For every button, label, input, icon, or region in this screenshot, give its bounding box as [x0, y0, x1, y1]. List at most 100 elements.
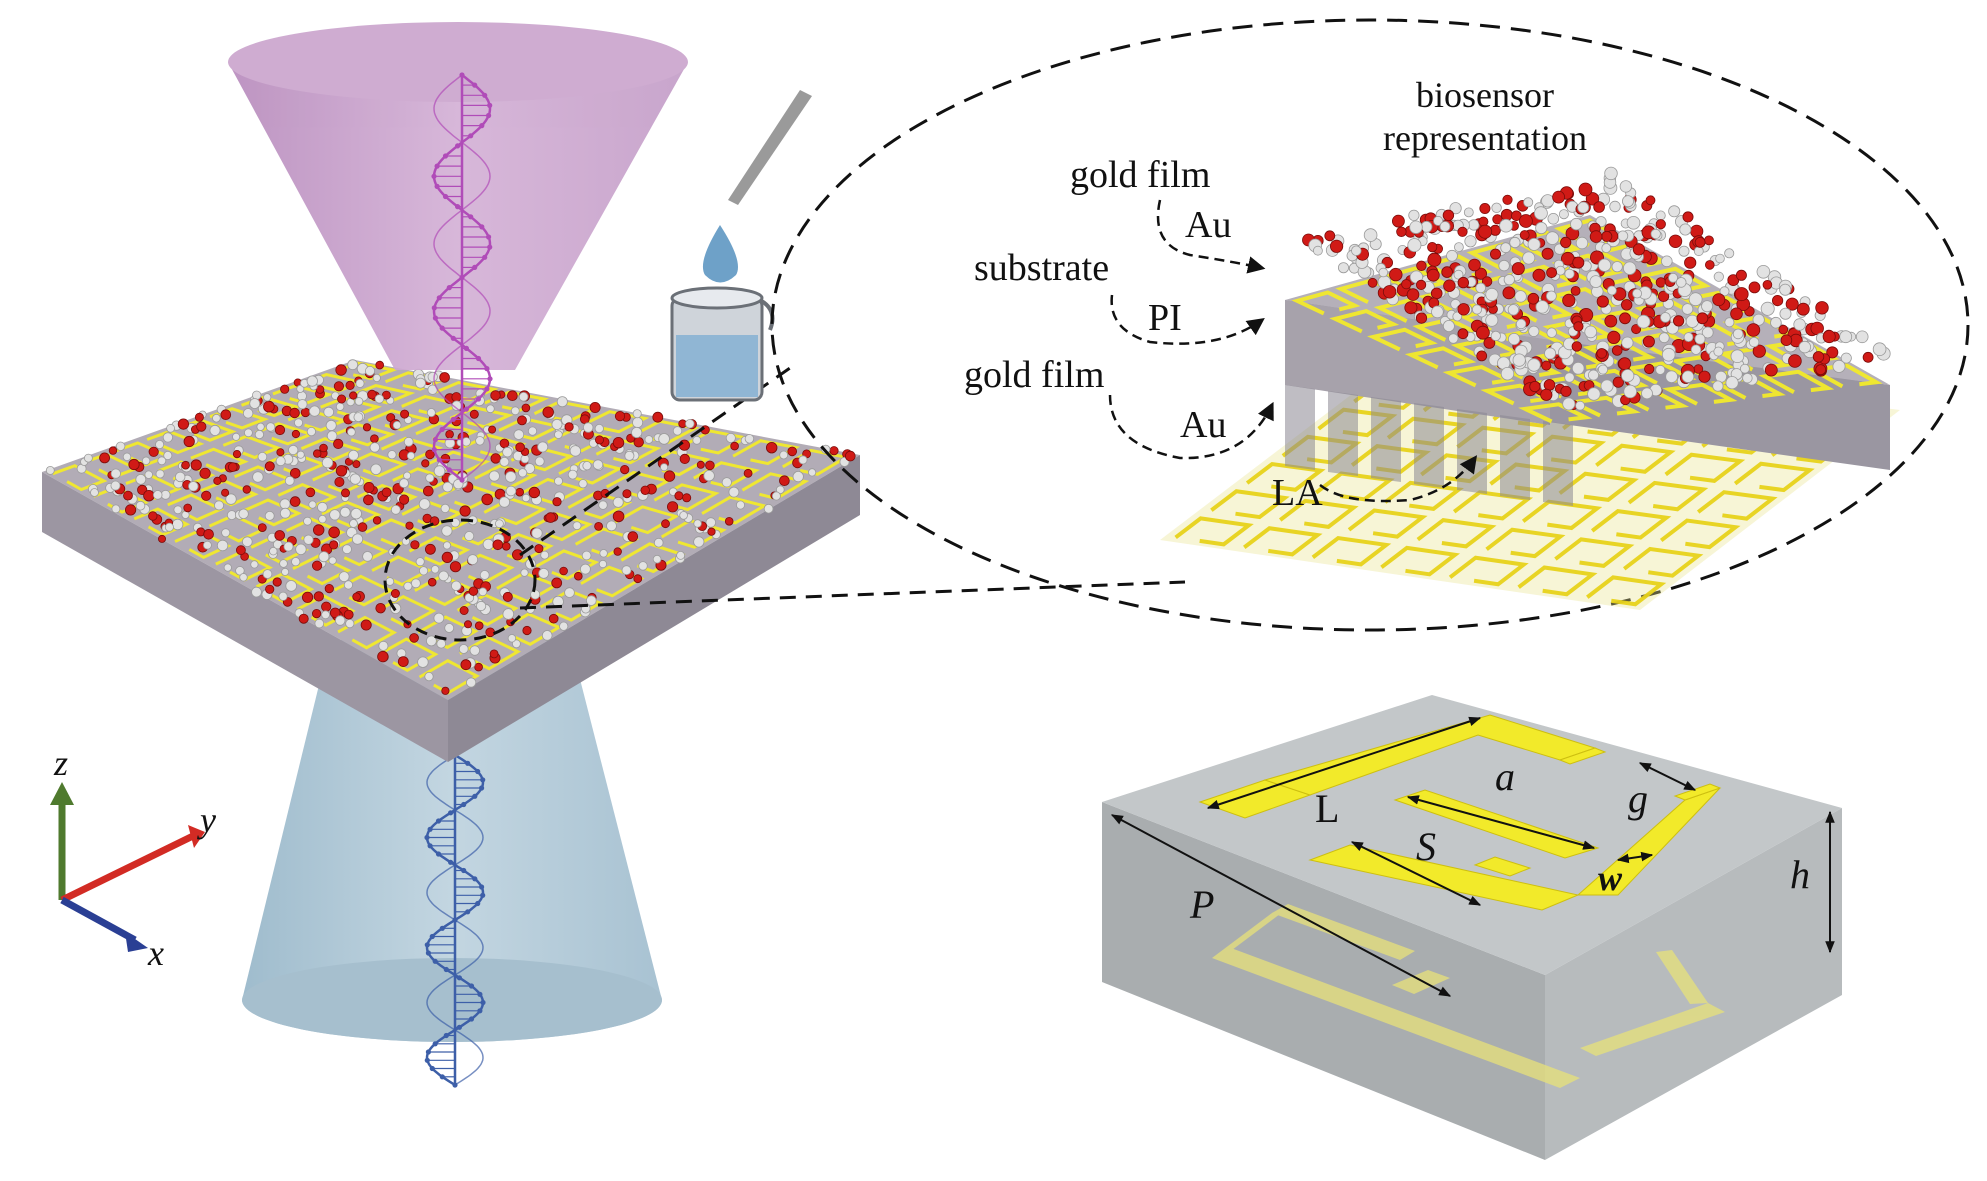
molecule-oxygen: [357, 522, 368, 532]
gold-ring: [1662, 382, 1738, 406]
molecule-hydrogen: [599, 549, 608, 558]
molecule-hydrogen: [556, 396, 568, 408]
gold-ring: [614, 505, 680, 535]
molecule-oxygen: [390, 589, 400, 599]
molecule-oxygen: [1815, 364, 1827, 376]
molecule-hydrogen: [314, 618, 325, 629]
molecule-hydrogen: [1500, 242, 1512, 254]
zoom-circle: [383, 518, 537, 642]
molecule-hydrogen: [1658, 332, 1670, 344]
molecule-hydrogen: [1623, 384, 1637, 399]
gold-ring: [1627, 480, 1709, 512]
molecule-oxygen: [1589, 230, 1603, 243]
molecule-oxygen: [501, 541, 511, 551]
wave-node: [472, 876, 478, 882]
molecule-hydrogen: [1779, 307, 1792, 320]
molecule-oxygen: [779, 475, 790, 487]
molecule-hydrogen: [442, 481, 453, 493]
molecule-oxygen: [274, 424, 286, 436]
molecule-hydrogen: [775, 485, 785, 495]
molecule-hydrogen: [110, 480, 121, 491]
molecule-hydrogen: [1570, 217, 1583, 231]
wave-node: [424, 942, 430, 948]
substrate-label: substrate: [974, 247, 1109, 289]
molecule-hydrogen: [517, 468, 528, 478]
molecule-hydrogen: [1454, 242, 1464, 253]
molecule-oxygen: [345, 380, 355, 390]
wave-node: [448, 810, 454, 816]
wave-node: [432, 1041, 438, 1047]
molecule-hydrogen: [444, 437, 456, 449]
wave-node: [455, 143, 461, 149]
molecule-hydrogen: [321, 456, 334, 469]
molecule-hydrogen: [1544, 347, 1557, 360]
molecule-hydrogen: [370, 463, 382, 476]
gold-ring: [1554, 537, 1635, 569]
gold-ring: [1311, 535, 1392, 567]
molecule-oxygen: [375, 360, 385, 370]
molecule-oxygen: [213, 476, 222, 485]
zoom-ellipse: [770, 18, 1970, 632]
molecule-hydrogen: [1600, 379, 1614, 393]
molecule-hydrogen: [442, 541, 452, 550]
molecule-oxygen: [1481, 276, 1493, 287]
molecule-oxygen: [1655, 219, 1666, 230]
molecule-hydrogen: [1475, 282, 1486, 294]
molecule-oxygen: [499, 438, 510, 449]
molecule-oxygen: [194, 412, 204, 422]
dim-h-label: h: [1790, 852, 1810, 897]
molecule-oxygen: [488, 425, 497, 434]
wave-node: [425, 1049, 431, 1055]
molecule-oxygen: [148, 446, 159, 457]
molecule-hydrogen: [578, 479, 588, 489]
molecule-hydrogen: [581, 550, 592, 561]
molecule-hydrogen: [1719, 286, 1730, 297]
molecule-oxygen: [1330, 239, 1344, 253]
molecule-oxygen: [1585, 192, 1600, 206]
molecule-hydrogen: [736, 500, 746, 510]
gold-ring: [583, 410, 650, 434]
molecule-oxygen: [595, 435, 605, 445]
molecule-hydrogen: [347, 359, 359, 371]
wave-node: [459, 477, 465, 483]
molecule-hydrogen: [520, 454, 530, 464]
molecule-oxygen: [542, 406, 554, 418]
wave-node: [439, 1074, 445, 1080]
molecule-hydrogen: [1724, 248, 1735, 259]
molecule-oxygen: [235, 545, 246, 556]
molecule-oxygen: [263, 400, 275, 413]
molecule-oxygen: [674, 491, 684, 501]
molecule-hydrogen: [1575, 400, 1585, 411]
molecule-hydrogen: [1632, 288, 1642, 299]
molecule-oxygen: [1416, 279, 1427, 290]
molecule-oxygen: [661, 519, 670, 529]
molecule-oxygen: [1642, 335, 1655, 348]
molecule-oxygen: [522, 625, 532, 636]
molecule-hydrogen: [1547, 213, 1560, 225]
gold-ring: [1291, 290, 1361, 316]
molecule-hydrogen: [155, 439, 165, 449]
molecule-hydrogen: [162, 432, 173, 443]
y-axis: [60, 831, 197, 904]
gold-ring: [321, 500, 382, 529]
molecule-oxygen: [1780, 334, 1793, 347]
molecule-oxygen: [1620, 299, 1633, 311]
molecule-oxygen: [363, 494, 374, 506]
biosensor-label-line1: biosensor: [1416, 75, 1554, 115]
wave-node: [448, 859, 454, 865]
molecule-oxygen: [441, 551, 453, 564]
molecule-hydrogen: [1527, 237, 1541, 251]
molecule-hydrogen: [440, 503, 450, 513]
molecule-oxygen: [183, 435, 195, 448]
molecule-hydrogen: [564, 587, 575, 598]
molecule-hydrogen: [1688, 292, 1703, 307]
wave-node: [479, 785, 485, 791]
molecule-hydrogen: [1685, 314, 1699, 328]
molecule-hydrogen: [660, 463, 669, 472]
molecule-hydrogen: [1690, 344, 1702, 355]
molecule-hydrogen: [1622, 195, 1635, 208]
gold-ring: [474, 464, 538, 491]
molecule-oxygen: [594, 522, 603, 531]
substrate-cell: [1328, 391, 1358, 476]
molecule-oxygen: [492, 539, 504, 551]
